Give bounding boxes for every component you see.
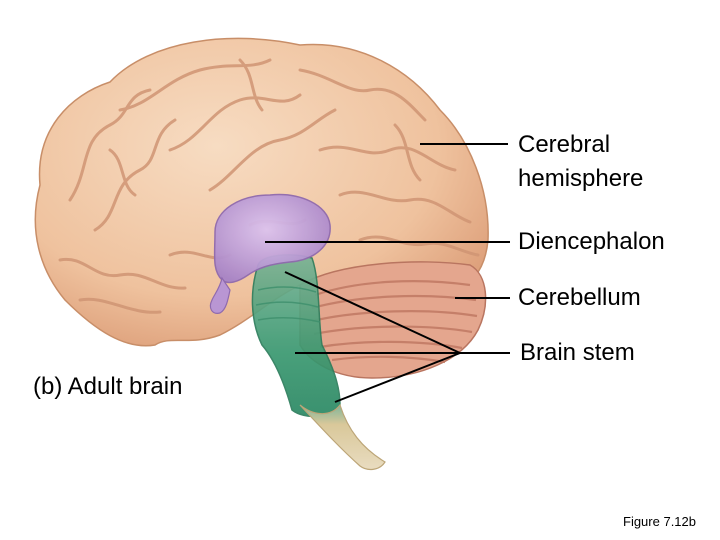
cerebral-label-line1: Cerebral: [518, 128, 643, 162]
diencephalon-label: Diencephalon: [518, 225, 665, 259]
cerebral-hemisphere-label: Cerebral hemisphere: [518, 128, 643, 196]
panel-label: (b) Adult brain: [33, 370, 182, 404]
cerebral-label-line2: hemisphere: [518, 162, 643, 196]
figure-caption: Figure 7.12b: [623, 514, 696, 529]
spinal-cord-shape: [300, 405, 385, 469]
cerebellum-label: Cerebellum: [518, 281, 641, 315]
brain-stem-label: Brain stem: [520, 336, 635, 370]
